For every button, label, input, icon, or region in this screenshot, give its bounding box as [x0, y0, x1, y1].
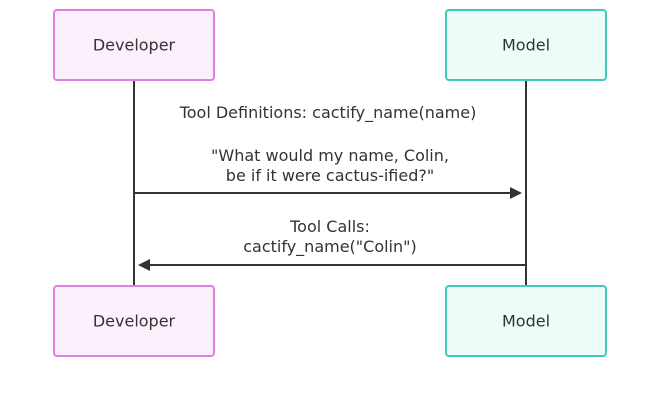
message-2-line-2: cactify_name("Colin") [243, 237, 417, 257]
actor-model-top[interactable]: Model [445, 9, 607, 81]
tool-definitions-note: Tool Definitions: cactify_name(name) [179, 103, 477, 123]
actor-model-bottom-label: Model [502, 312, 550, 331]
message-1-line-1: "What would my name, Colin, [211, 146, 449, 165]
actor-model-top-label: Model [502, 36, 550, 55]
actor-developer-top-label: Developer [93, 36, 176, 55]
message-1-line-2: be if it were cactus-ified?" [226, 166, 434, 185]
actor-developer-bottom[interactable]: Developer [53, 285, 215, 357]
actor-developer-top[interactable]: Developer [53, 9, 215, 81]
actor-model-bottom[interactable]: Model [445, 285, 607, 357]
actor-developer-bottom-label: Developer [93, 312, 176, 331]
message-2-line-1: Tool Calls: [289, 217, 370, 236]
